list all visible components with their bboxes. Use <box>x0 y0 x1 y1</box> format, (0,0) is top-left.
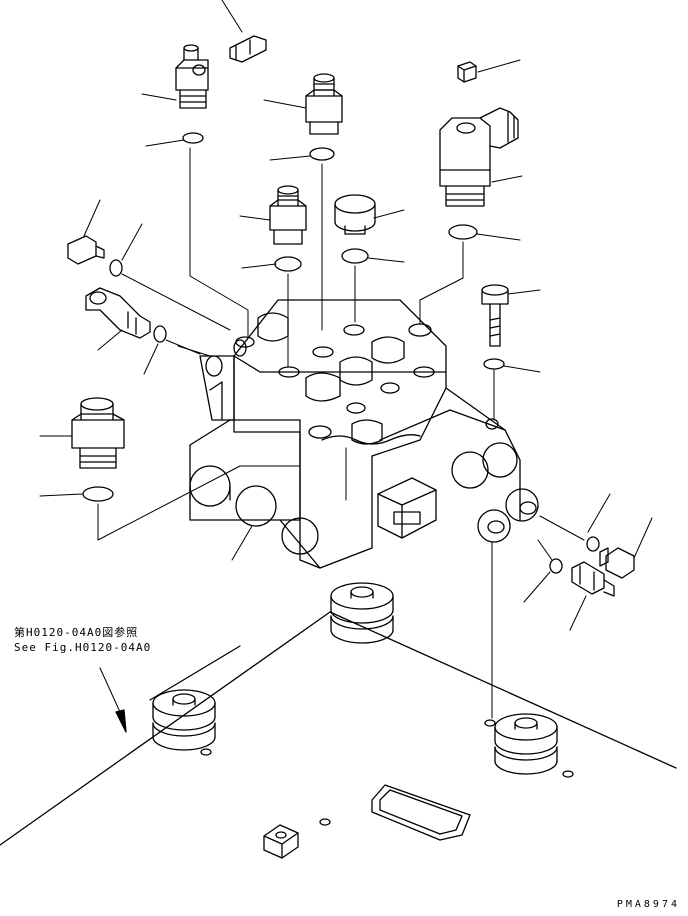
rubber-mount-left <box>153 690 215 750</box>
drawing-number: PMA8974 <box>616 899 680 910</box>
connector-right <box>572 562 614 596</box>
washer <box>484 359 504 369</box>
plug-left-top <box>68 236 104 264</box>
rubber-mount-right <box>495 714 557 774</box>
bolt <box>482 285 508 346</box>
reference-note-japanese: 第H0120-04A0図参照 <box>14 626 139 639</box>
plug-right <box>600 548 634 578</box>
leader-lines <box>40 0 652 630</box>
banjo-fitting <box>86 288 150 338</box>
plug-fitting-small <box>230 36 266 62</box>
set-screw <box>458 62 476 82</box>
reference-arrow <box>100 668 126 732</box>
o-rings <box>83 133 599 573</box>
elbow-fitting <box>440 108 518 206</box>
rubber-mount-top <box>331 583 393 643</box>
control-valve-body <box>190 300 538 568</box>
assembly-lines <box>98 148 584 718</box>
straight-connector-2 <box>270 186 306 244</box>
straight-connector <box>306 74 342 134</box>
connector-left <box>72 398 124 468</box>
tee-fitting <box>176 45 208 108</box>
cap-plug <box>335 195 375 234</box>
square-nut <box>264 825 298 858</box>
reference-note-english: See Fig.H0120-04A0 <box>14 641 152 654</box>
